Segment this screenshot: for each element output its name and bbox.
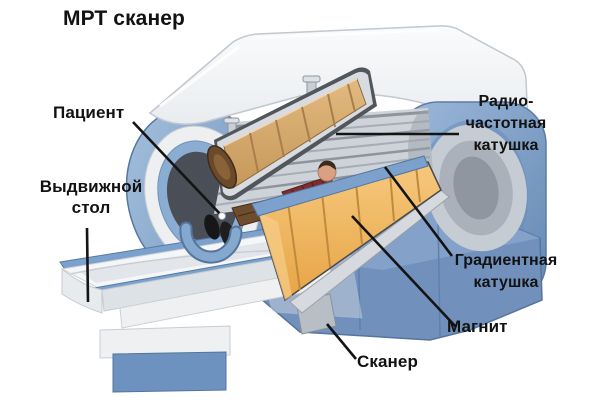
diagram-title: МРТ сканер — [63, 7, 185, 30]
bore-front-saddle — [179, 221, 243, 264]
leader-lines — [85, 121, 459, 360]
leader-line-gradient-coil — [383, 166, 454, 257]
bore-back-wall — [425, 124, 527, 252]
rf-coil-graphic — [206, 67, 377, 201]
gradient-coil-graphic — [251, 155, 450, 314]
table-pedestal-top — [99, 325, 231, 359]
patient-pointer-dot — [218, 212, 226, 220]
label-sliding-table: Выдвижной стол — [39, 177, 143, 217]
label-scanner: Сканер — [357, 352, 418, 371]
leader-line-magnet — [351, 215, 457, 328]
sliding-table — [59, 228, 333, 393]
leader-line-scanner — [325, 323, 358, 360]
label-patient: Пациент — [53, 103, 125, 122]
leader-line-table — [85, 227, 90, 303]
table-pedestal-base — [112, 351, 227, 393]
label-gradient-coil: Градиентная катушка — [454, 252, 558, 291]
leader-line-patient — [132, 121, 223, 217]
label-rf-coil: Радио- частотная катушка — [465, 93, 547, 154]
label-magnet: Магнит — [447, 317, 508, 336]
